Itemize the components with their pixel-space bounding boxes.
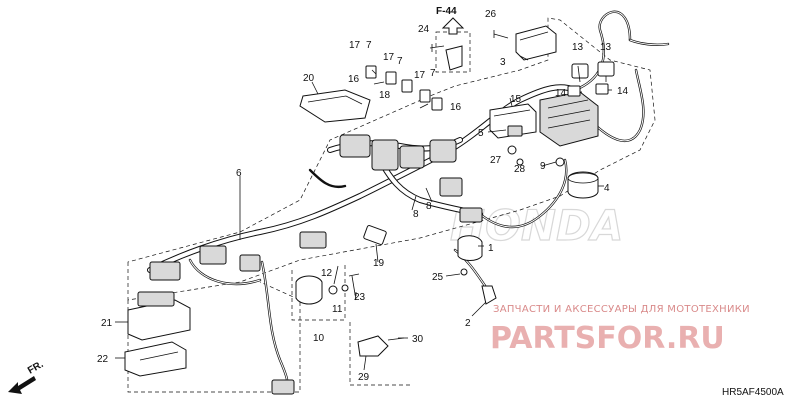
callout-17b: 17: [383, 52, 395, 63]
harness-connectors: [149, 134, 483, 395]
callout-18: 18: [379, 90, 391, 101]
callout-8a: 8: [413, 209, 419, 220]
callout-13a: 13: [572, 42, 584, 53]
relay-box-assembly: [539, 91, 599, 147]
part-5-connector: [507, 125, 523, 137]
callout-6: 6: [236, 168, 242, 179]
callout-2: 2: [465, 318, 471, 329]
callout-14a: 14: [555, 88, 567, 99]
part-14-connector-b: [595, 83, 609, 95]
callout-16a: 16: [348, 74, 360, 85]
part-10-sensor: [295, 275, 349, 305]
callout-11: 11: [332, 304, 343, 315]
callout-4: 4: [604, 183, 610, 194]
callout-13b: 13: [600, 42, 612, 53]
f44-bracket: [445, 45, 463, 71]
callout-20: 20: [303, 73, 315, 84]
part-23-bolt: [348, 273, 360, 301]
watermark-title: PARTSFOR.RU: [490, 321, 725, 356]
reference-label: F-44: [436, 6, 457, 17]
part-22-bracket: [124, 341, 187, 377]
f44-outline: [435, 31, 471, 73]
watermark-subtitle: ЗАПЧАСТИ И АКСЕССУАРЫ ДЛЯ МОТОТЕХНИКИ: [493, 304, 750, 315]
part-24-bolt: [429, 44, 445, 52]
direction-label: FR.: [26, 359, 46, 377]
callout-26: 26: [485, 9, 497, 20]
callout-25: 25: [432, 272, 444, 283]
callout-24: 24: [418, 24, 430, 35]
callout-10: 10: [313, 333, 325, 344]
callout-7b: 7: [397, 56, 403, 67]
relays-7-16-17-18: [365, 65, 443, 111]
part-28-grommet: [516, 158, 524, 166]
part-21-ecu: [127, 291, 191, 341]
part-14-connector-a: [567, 85, 581, 97]
callout-23: 23: [354, 292, 366, 303]
callout-8b: 8: [426, 201, 432, 212]
part-3-module: [515, 25, 557, 61]
harness-assembly-outline: [127, 17, 656, 301]
callout-7c: 7: [430, 68, 436, 79]
callout-27: 27: [490, 155, 502, 166]
callout-15: 15: [510, 94, 522, 105]
callout-numbers: 1 2 3 4 5 6 7 7 7 8 8 9 10 11 12 13 13 1…: [97, 9, 629, 383]
part-1-relay: [457, 235, 497, 305]
part-19-connector: [363, 225, 387, 245]
callout-17c: 17: [414, 70, 426, 81]
callout-3: 3: [500, 57, 506, 68]
reference-arrow: F-44: [436, 6, 465, 35]
callout-1: 1: [488, 243, 494, 254]
callout-29: 29: [358, 372, 370, 383]
callout-19: 19: [373, 258, 385, 269]
callout-14b: 14: [617, 86, 629, 97]
part-26-bolt: [493, 30, 509, 39]
part-9-clip: [555, 157, 565, 167]
callout-28: 28: [514, 164, 526, 175]
callout-16b: 16: [450, 102, 462, 113]
front-direction-arrow: FR.: [8, 359, 46, 394]
part-29-outline: [349, 322, 410, 386]
part-15-fuse-box: [489, 103, 537, 139]
part-10-outline: [291, 265, 346, 321]
callout-22: 22: [97, 354, 109, 365]
callout-9: 9: [540, 161, 546, 172]
callout-21: 21: [101, 318, 113, 329]
callout-30: 30: [412, 334, 424, 345]
part-13-relay-a: [571, 63, 589, 79]
callout-12: 12: [321, 268, 333, 279]
leader-lines: [115, 55, 612, 371]
partsfor-watermark: ЗАПЧАСТИ И АКСЕССУАРЫ ДЛЯ МОТОТЕХНИКИ PA…: [490, 304, 750, 356]
part-13-relay-b: [597, 61, 615, 77]
callout-17a: 17: [349, 40, 361, 51]
callout-7a: 7: [366, 40, 372, 51]
part-29-clamp: [357, 335, 405, 357]
part-4-sensor: [567, 171, 599, 199]
part-27-grommet: [507, 145, 517, 155]
diagram-code: HR5AF4500A: [722, 387, 784, 398]
part-20-cover: [299, 89, 371, 123]
callout-5: 5: [478, 128, 484, 139]
